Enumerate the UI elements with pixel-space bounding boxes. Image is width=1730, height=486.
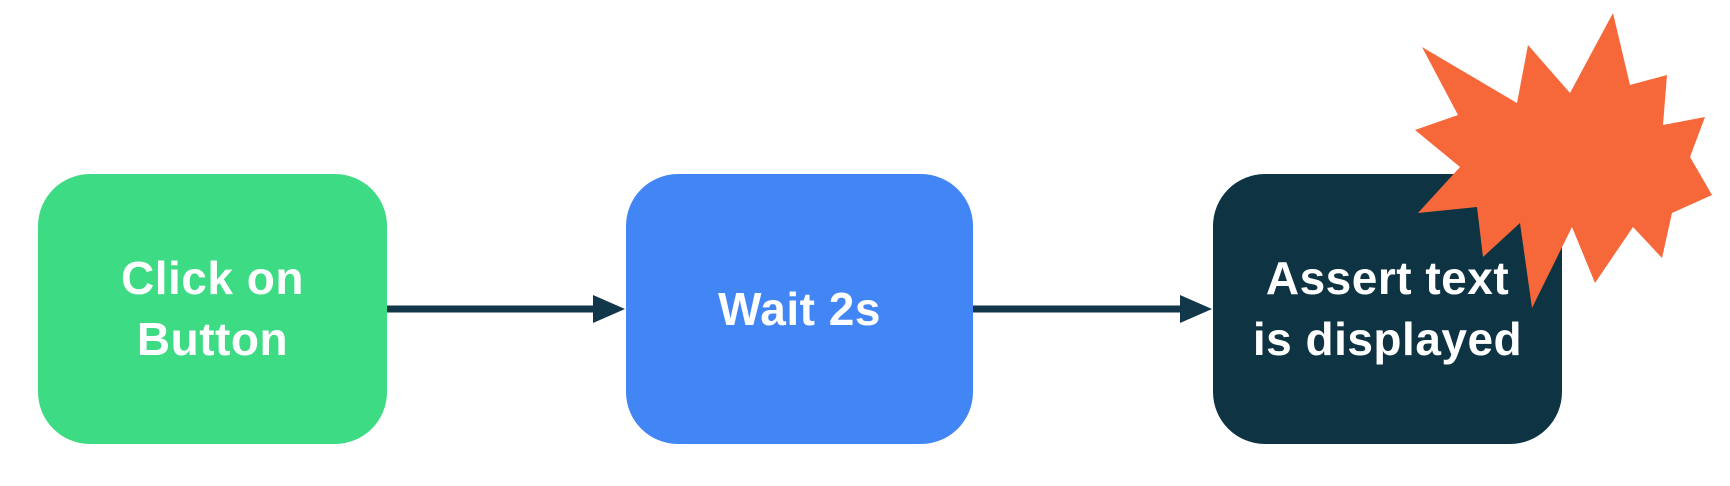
node-label-line: Button (136, 313, 289, 365)
node-label-line: Click on (121, 252, 304, 304)
arrow-step1-to-step2 (387, 295, 625, 323)
node-wait-2s: Wait 2s (626, 174, 973, 444)
node-label: Assert text is displayed (1253, 248, 1522, 370)
node-assert-text-displayed: Assert text is displayed (1213, 174, 1562, 444)
arrowhead-icon (593, 295, 625, 323)
node-click-on-button: Click on Button (38, 174, 387, 444)
node-label: Wait 2s (718, 279, 881, 340)
node-label-line: is displayed (1252, 313, 1523, 365)
node-label-line: Wait 2s (718, 282, 881, 335)
arrow-step2-to-step3 (973, 295, 1212, 323)
node-label: Click on Button (121, 248, 304, 370)
arrowhead-icon (1180, 295, 1212, 323)
node-label-line: Assert text (1265, 252, 1510, 304)
